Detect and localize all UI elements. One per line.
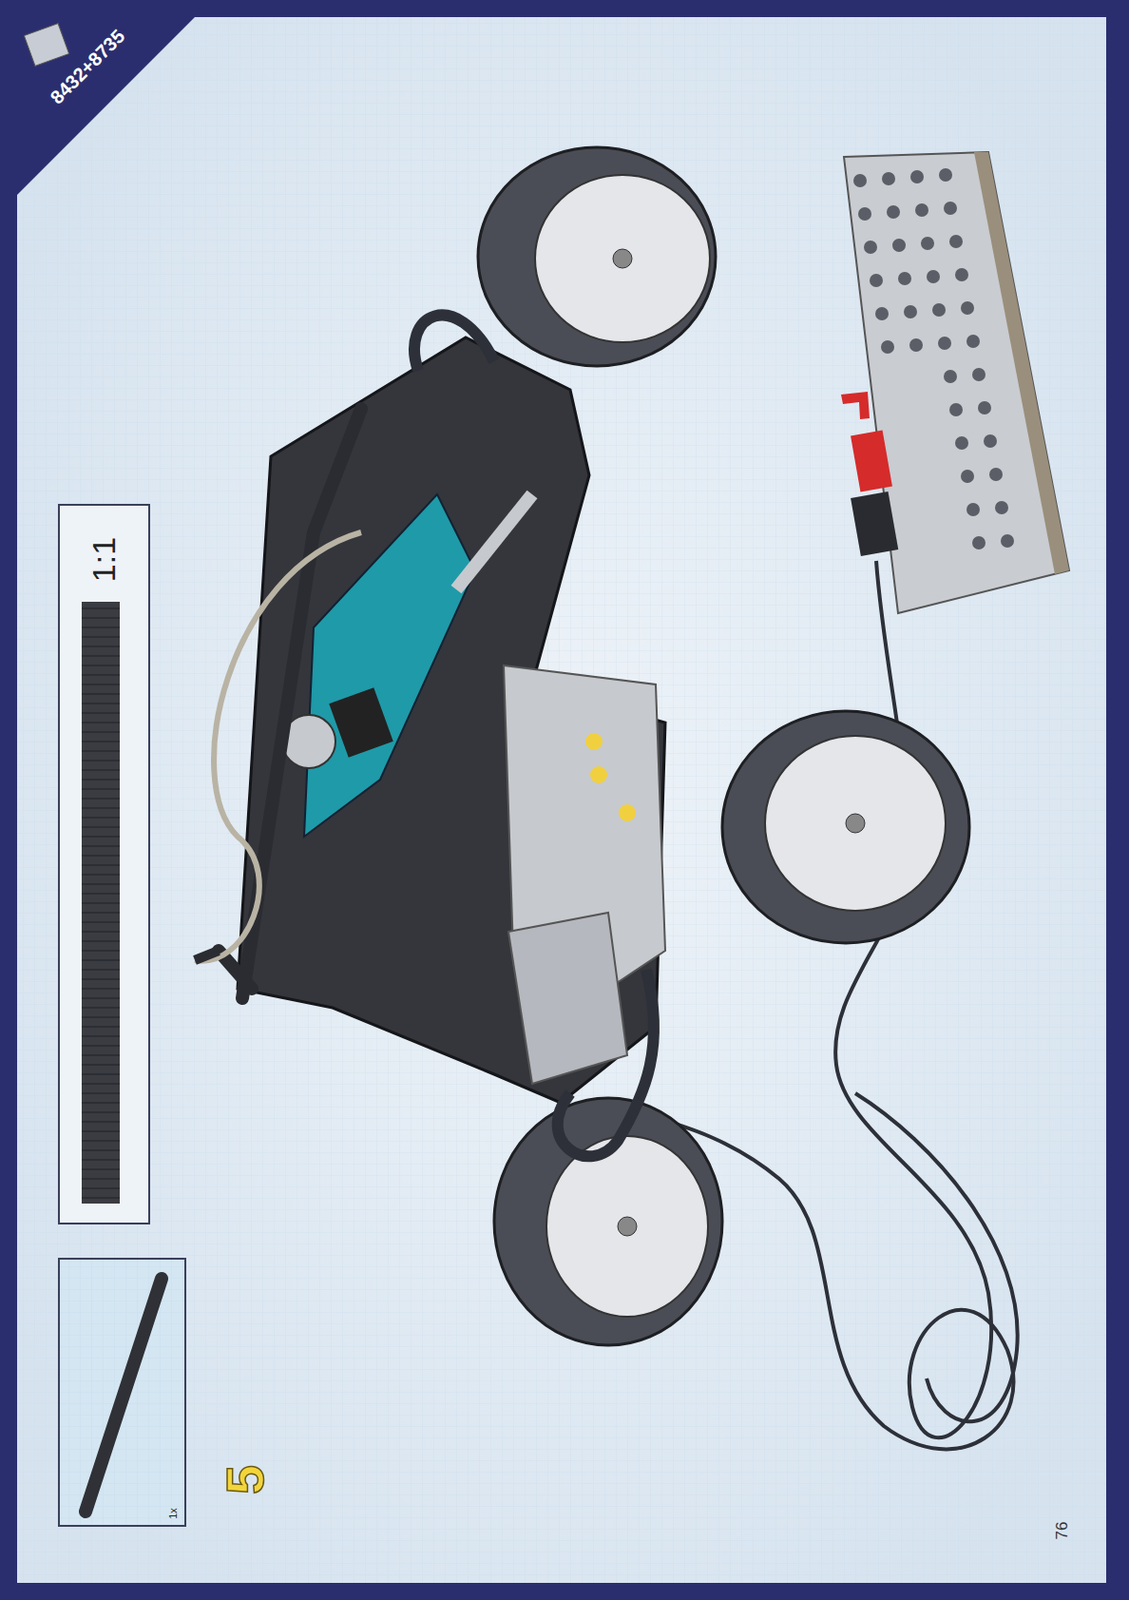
scale-box: 1:1: [57, 503, 151, 1225]
scale-ground: [57, 503, 151, 1225]
linkage: [194, 950, 219, 960]
pneumatic-hose: [194, 532, 362, 961]
scale-ratio: 1:1: [85, 535, 123, 581]
wheel: [478, 147, 716, 366]
callout-grid: [57, 1257, 187, 1527]
step-number: 5: [214, 1463, 277, 1493]
page-ground: [17, 17, 1107, 1583]
flex-tube: [557, 969, 654, 1156]
chassis: [218, 337, 666, 1103]
page-number: 76: [1052, 1521, 1072, 1540]
scale-tube: [81, 601, 120, 1204]
flex-tube: [85, 1278, 162, 1512]
set-icon: [23, 23, 69, 67]
grid: [17, 17, 1107, 1583]
wheel: [494, 1097, 723, 1345]
callout-ground: [57, 1257, 187, 1527]
quantity: 1x: [167, 1507, 179, 1519]
flex-tube: [414, 314, 495, 371]
wheel: [722, 710, 970, 943]
part-callout-box: 1x: [57, 1257, 187, 1527]
corner-tab: [17, 17, 195, 195]
battery-box: [841, 152, 1070, 613]
set-number: 8432+8735: [45, 24, 129, 108]
